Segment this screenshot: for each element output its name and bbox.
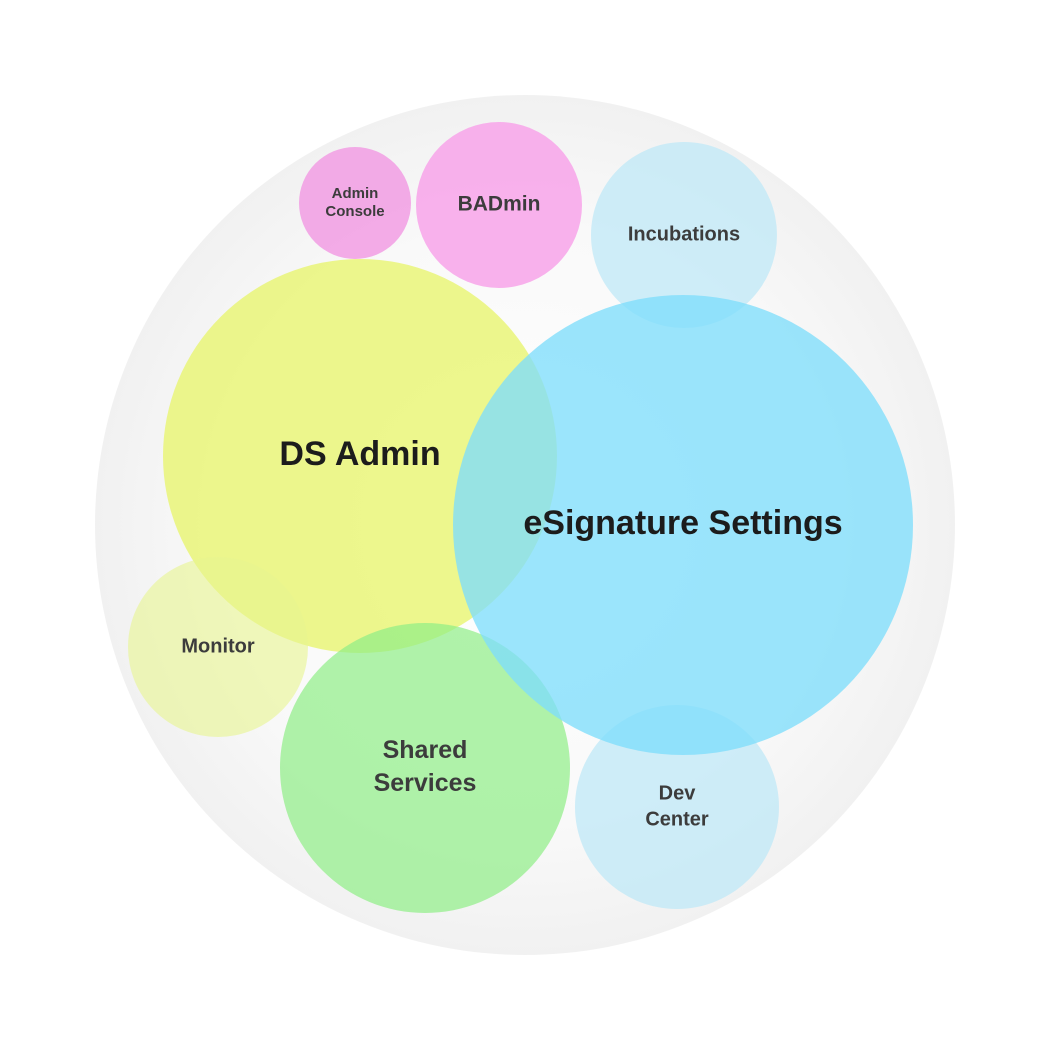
bubble-esignature-settings[interactable] bbox=[453, 295, 913, 755]
bubble-label-ds-admin: DS Admin bbox=[279, 435, 440, 473]
bubble-label-shared-services: Services bbox=[374, 769, 477, 797]
bubble-label-admin-console: Admin bbox=[332, 185, 379, 202]
labels-layer: eSignature Settings DS AdminSharedService… bbox=[181, 185, 842, 830]
bubble-dev-center[interactable] bbox=[575, 705, 779, 909]
bubbles-layer bbox=[128, 122, 913, 913]
bubble-shared-services[interactable] bbox=[280, 623, 570, 913]
bubble-label-esignature-settings: eSignature Settings bbox=[523, 504, 842, 542]
bubble-label-shared-services: Shared bbox=[383, 736, 468, 764]
bubble-label-monitor: Monitor bbox=[181, 635, 255, 657]
bubble-label-dev-center: Dev bbox=[659, 782, 697, 804]
bubble-label-incubations: Incubations bbox=[628, 223, 740, 245]
bubble-badmin[interactable] bbox=[416, 122, 582, 288]
bubble-label-admin-console: Console bbox=[325, 203, 384, 220]
bubble-admin-console[interactable] bbox=[299, 147, 411, 259]
bubble-label-dev-center: Center bbox=[645, 808, 709, 830]
bubble-incubations[interactable] bbox=[591, 142, 777, 328]
bubble-label-badmin: BADmin bbox=[458, 193, 541, 216]
bubble-monitor[interactable] bbox=[128, 557, 308, 737]
